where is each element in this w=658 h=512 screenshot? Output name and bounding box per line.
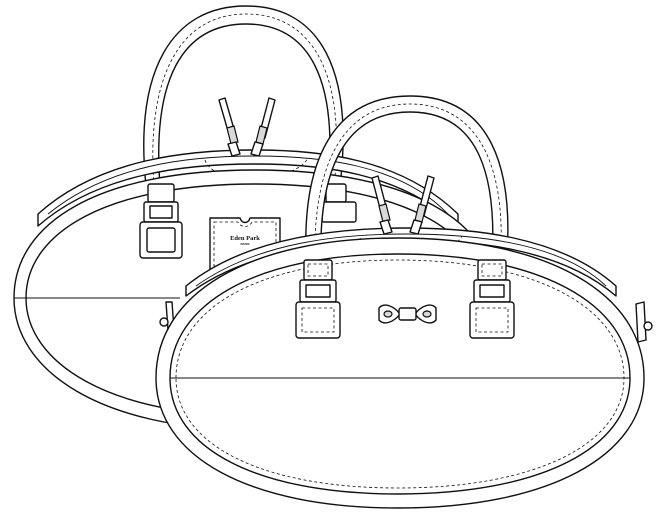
back-bag-right-connector [321, 183, 357, 223]
front-bag [155, 95, 653, 509]
back-bag-top-panel [37, 149, 459, 227]
front-bag-side-zip [635, 301, 653, 343]
front-bag-right-connector [469, 259, 515, 339]
front-bag-zipper-pulls [371, 175, 435, 235]
back-bag-zipper-pulls [218, 97, 276, 157]
bow-icon [378, 304, 437, 324]
front-bag-body-inner [169, 253, 631, 495]
tag-subline: PARIS [241, 242, 250, 246]
front-bag-left-connector [295, 259, 341, 339]
tag-brand: Eden Park [230, 235, 260, 242]
back-bag-left-connector [139, 183, 183, 259]
